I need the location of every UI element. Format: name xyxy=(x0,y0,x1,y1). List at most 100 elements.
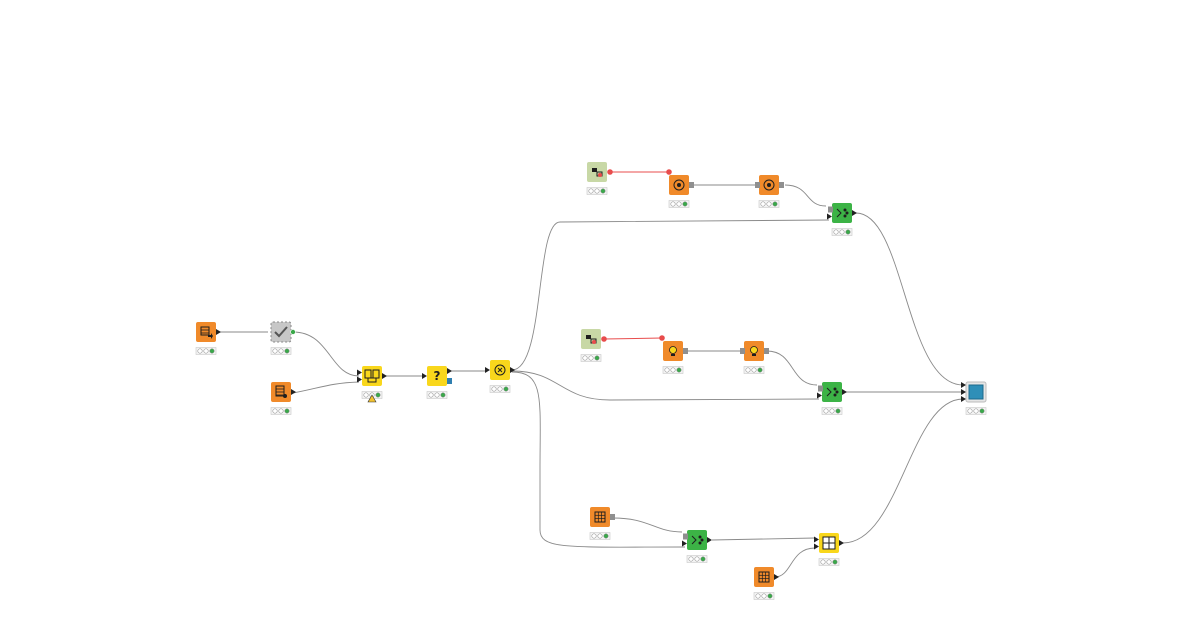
node-body[interactable] xyxy=(590,507,610,527)
node-body[interactable] xyxy=(832,203,852,223)
output-port[interactable] xyxy=(216,329,221,335)
node-csv-reader-1[interactable] xyxy=(195,322,221,355)
input-port[interactable] xyxy=(485,367,490,373)
input-port[interactable] xyxy=(740,348,745,354)
node-settings-node-2[interactable] xyxy=(755,175,784,208)
node-status-indicator xyxy=(662,366,684,374)
node-body[interactable] xyxy=(687,530,707,550)
connections-layer xyxy=(216,171,964,578)
connection-line[interactable] xyxy=(511,219,830,371)
output-port[interactable] xyxy=(842,389,847,395)
flow-variable-connection[interactable] xyxy=(603,337,663,340)
predictor-icon xyxy=(836,208,849,218)
output-port[interactable] xyxy=(764,348,769,354)
node-flow-variable-1[interactable] xyxy=(586,162,613,195)
table-reader-icon xyxy=(200,326,213,339)
connection-line[interactable] xyxy=(711,537,816,541)
connection-line[interactable] xyxy=(292,381,360,394)
input-port[interactable] xyxy=(357,376,362,383)
node-body[interactable] xyxy=(270,321,292,343)
connection-line[interactable] xyxy=(855,212,964,386)
node-body[interactable] xyxy=(427,366,447,386)
flow-variable-port[interactable] xyxy=(659,335,665,341)
node-status-indicator xyxy=(818,558,840,566)
node-status-indicator xyxy=(831,228,853,236)
input-port[interactable] xyxy=(817,392,822,399)
flow-variable-port[interactable] xyxy=(666,169,672,175)
node-model-reader-2[interactable] xyxy=(740,341,769,374)
node-predictor-3[interactable] xyxy=(682,530,712,563)
input-port[interactable] xyxy=(961,396,966,402)
connection-line[interactable] xyxy=(766,350,818,386)
output-port[interactable] xyxy=(291,389,296,395)
node-status-indicator xyxy=(668,200,690,208)
warning-icon xyxy=(367,394,377,403)
output-port[interactable] xyxy=(689,182,694,188)
svg-text:?: ? xyxy=(434,369,441,383)
node-body[interactable] xyxy=(822,382,842,402)
node-metanode-validate[interactable] xyxy=(270,321,296,355)
input-port[interactable] xyxy=(827,213,832,220)
flow-variable-port[interactable] xyxy=(607,169,613,175)
node-predictor-2[interactable] xyxy=(817,382,847,415)
input-port[interactable] xyxy=(818,385,823,392)
node-status-indicator xyxy=(426,391,448,399)
input-port[interactable] xyxy=(814,536,819,543)
output-port[interactable] xyxy=(290,329,296,335)
node-status-indicator xyxy=(270,347,292,355)
node-model-reader-1[interactable] xyxy=(662,341,688,374)
connection-line[interactable] xyxy=(784,184,827,207)
input-port[interactable] xyxy=(961,389,966,395)
node-column-merger[interactable] xyxy=(814,533,844,566)
input-port[interactable] xyxy=(357,369,362,376)
node-joiner[interactable] xyxy=(357,366,387,403)
node-body[interactable] xyxy=(196,322,216,342)
node-pmml-reader[interactable] xyxy=(589,507,615,540)
connection-line[interactable] xyxy=(511,371,686,548)
node-table-creator-1[interactable] xyxy=(270,382,296,415)
input-port[interactable] xyxy=(683,533,688,540)
connection-line[interactable] xyxy=(612,517,683,533)
output-port[interactable] xyxy=(683,348,688,354)
input-port[interactable] xyxy=(961,382,966,388)
connection-line[interactable] xyxy=(292,331,360,377)
output-port[interactable] xyxy=(510,367,515,373)
node-concatenate-view[interactable] xyxy=(961,381,987,415)
gear-icon xyxy=(763,179,775,191)
node-predictor-1[interactable] xyxy=(827,203,857,236)
node-status-indicator xyxy=(821,407,843,415)
connection-line[interactable] xyxy=(774,547,816,578)
node-body[interactable] xyxy=(754,567,774,587)
node-column-filter[interactable] xyxy=(485,360,515,393)
output-port[interactable] xyxy=(382,373,387,379)
predictor-icon xyxy=(691,535,704,545)
node-status-indicator xyxy=(586,187,608,195)
model-icon xyxy=(750,346,758,356)
input-port[interactable] xyxy=(682,540,687,547)
output-port[interactable] xyxy=(707,537,712,543)
node-settings-node-1[interactable] xyxy=(668,175,694,208)
input-port[interactable] xyxy=(755,182,760,188)
output-port[interactable] xyxy=(447,368,452,374)
flow-variable-icon xyxy=(586,335,597,344)
node-body[interactable] xyxy=(362,366,382,386)
input-port[interactable] xyxy=(828,206,833,213)
connection-line[interactable] xyxy=(842,398,964,544)
output-port[interactable] xyxy=(774,574,779,580)
connection-line[interactable] xyxy=(511,370,820,401)
node-status-indicator xyxy=(686,555,708,563)
input-port[interactable] xyxy=(422,373,427,379)
node-status-indicator xyxy=(743,366,765,374)
output-port[interactable] xyxy=(610,514,615,520)
input-port[interactable] xyxy=(814,543,819,550)
gear-icon xyxy=(673,179,685,191)
node-table-creator-2[interactable] xyxy=(753,567,779,600)
output-port[interactable] xyxy=(852,210,857,216)
output-port[interactable] xyxy=(447,378,452,384)
flow-variable-port[interactable] xyxy=(601,336,607,342)
output-port[interactable] xyxy=(839,540,844,546)
node-missing-value[interactable]: ? xyxy=(422,366,452,399)
node-flow-variable-2[interactable] xyxy=(580,329,607,362)
output-port[interactable] xyxy=(779,182,784,188)
